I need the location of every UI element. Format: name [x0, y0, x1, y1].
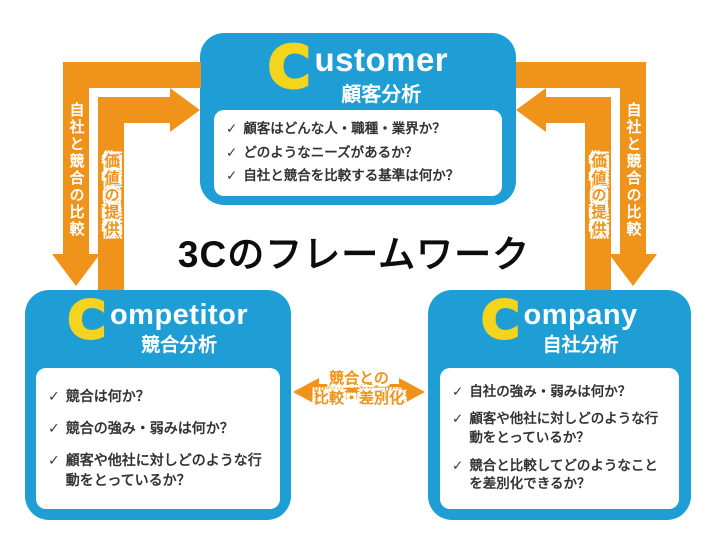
customer-c-logo-icon: C	[266, 33, 312, 101]
company-subtitle: 自社分析	[542, 335, 619, 357]
list-item: ✓ 競合は何か？	[48, 387, 268, 407]
customer-subtitle: 顧客分析	[341, 83, 422, 106]
company-c-logo-icon: C	[480, 291, 521, 351]
list-item: ✓ 顧客や他社に対しどのような行動をとっているか？	[452, 410, 667, 448]
company-box: C ompany 自社分析 ✓ 自社の強み・弱みは何か？ ✓ 顧客や他社に対しど…	[428, 290, 691, 520]
competitor-box: C ompetitor 競合分析 ✓ 競合は何か？ ✓ 競合の強み・弱みは何か？…	[25, 290, 291, 520]
differentiation-label-line2: 比較・差別化	[313, 390, 404, 408]
company-title: ompany	[523, 299, 638, 331]
checkmark-icon: ✓	[48, 419, 60, 436]
arrow-segment	[620, 62, 646, 254]
customer-header: C ustomer 顧客分析	[200, 33, 516, 107]
competitor-subtitle: 競合分析	[141, 335, 218, 357]
arrow-segment	[546, 97, 611, 123]
checkmark-icon: ✓	[452, 411, 464, 427]
comparison-arrow-label: 自社と競合の比較	[67, 102, 85, 238]
arrow-right-icon	[170, 88, 200, 132]
competitor-checklist: ✓ 競合は何か？ ✓ 競合の強み・弱みは何か？ ✓ 顧客や他社に対しどのような行…	[36, 368, 280, 509]
checkmark-icon: ✓	[452, 383, 464, 399]
checklist-text: 競合は何か？	[65, 387, 150, 404]
competitor-header-text: ompetitor 競合分析	[110, 300, 248, 357]
arrow-left-icon	[516, 88, 546, 132]
checklist-text: 競合と比較してどのようなことを差別化できるか？	[469, 457, 658, 492]
customer-title: ustomer	[314, 41, 449, 78]
list-item: ✓ 自社の強み・弱みは何か？	[452, 383, 667, 402]
comparison-arrow-label: 自社と競合の比較	[624, 102, 642, 238]
customer-box: C ustomer 顧客分析 ✓ 顧客はどんな人・職種・業界か？ ✓ どのような…	[200, 33, 516, 205]
checklist-text: 自社と競合を比較する基準は何か？	[243, 167, 460, 183]
differentiation-label-line1: 競合との	[329, 370, 389, 387]
checklist-text: 自社の強み・弱みは何か？	[469, 383, 632, 399]
checkmark-icon: ✓	[226, 144, 238, 160]
arrow-segment	[98, 97, 170, 123]
checkmark-icon: ✓	[48, 387, 60, 404]
company-header-text: ompany 自社分析	[523, 300, 637, 357]
company-header: C ompany 自社分析	[428, 290, 691, 357]
page-title: 3Cのフレームワーク	[177, 234, 531, 275]
list-item: ✓ どのようなニーズがあるか？	[226, 144, 490, 163]
arrow-segment	[585, 97, 611, 290]
checkmark-icon: ✓	[48, 452, 60, 469]
arrow-segment	[63, 62, 89, 254]
checkmark-icon: ✓	[226, 121, 238, 137]
arrow-right-icon	[399, 378, 425, 406]
arrow-left-icon	[293, 378, 319, 406]
competitor-c-logo-icon: C	[66, 291, 107, 351]
checklist-text: 競合の強み・弱みは何か？	[65, 419, 234, 436]
list-item: ✓ 競合の強み・弱みは何か？	[48, 419, 268, 439]
list-item: ✓ 顧客や他社に対しどのような行動をとっているか？	[48, 451, 268, 490]
list-item: ✓ 顧客はどんな人・職種・業界か？	[226, 120, 490, 139]
checklist-text: 顧客や他社に対しどのような行動をとっているか？	[65, 452, 262, 488]
list-item: ✓ 自社と競合を比較する基準は何か？	[226, 167, 490, 186]
checklist-text: どのようなニーズがあるか？	[243, 144, 419, 160]
checkmark-icon: ✓	[226, 167, 238, 183]
checkmark-icon: ✓	[452, 457, 464, 473]
competitor-header: C ompetitor 競合分析	[25, 290, 291, 357]
company-checklist: ✓ 自社の強み・弱みは何か？ ✓ 顧客や他社に対しどのような行動をとっているか？…	[440, 368, 679, 509]
checklist-text: 顧客や他社に対しどのような行動をとっているか？	[469, 411, 659, 446]
differentiation-arrow-label: 競合との 比較・差別化	[302, 369, 416, 410]
arrow-down-icon	[52, 254, 100, 286]
value-arrow-label: 価値の提供	[589, 152, 607, 238]
competitor-title: ompetitor	[109, 299, 249, 331]
customer-checklist: ✓ 顧客はどんな人・職種・業界か？ ✓ どのようなニーズがあるか？ ✓ 自社と競…	[214, 110, 502, 196]
arrow-down-icon	[609, 254, 657, 286]
value-arrow-label: 価値の提供	[102, 152, 120, 238]
arrow-segment	[98, 97, 124, 290]
list-item: ✓ 競合と比較してどのようなことを差別化できるか？	[452, 457, 667, 495]
checklist-text: 顧客はどんな人・職種・業界か？	[243, 121, 446, 137]
customer-header-text: ustomer 顧客分析	[314, 41, 449, 107]
arrow-segment	[317, 384, 401, 400]
